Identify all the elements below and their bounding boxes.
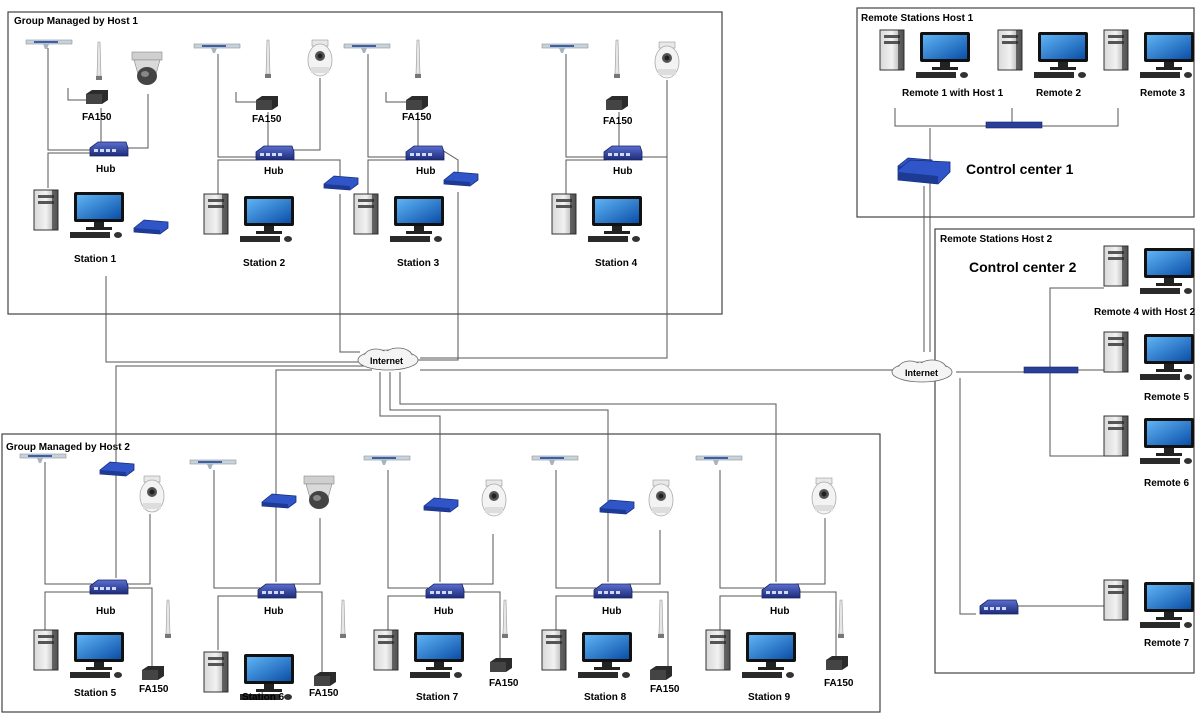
remote-2-label: Remote 2	[1036, 88, 1081, 99]
remote2-group-frame	[934, 228, 1195, 674]
remote2-group-title: Remote Stations Host 2	[940, 234, 1053, 245]
remote-7-label: Remote 7	[1144, 638, 1189, 649]
host2-fa150-4: FA150	[650, 684, 680, 695]
remote-4-label: Remote 4 with Host 2	[1094, 307, 1196, 318]
host1-devices	[25, 39, 680, 243]
remote2-devices	[979, 245, 1195, 629]
station-1-label: Station 1	[74, 254, 117, 265]
host2-fa150-3: FA150	[489, 678, 519, 689]
host2-fa150-1: FA150	[139, 684, 169, 695]
station-3-label: Station 3	[397, 258, 440, 269]
host2-fa150-5: FA150	[824, 678, 854, 689]
host1-fa150-1: FA150	[82, 112, 112, 123]
host1-hub-4: Hub	[613, 166, 632, 177]
station-9-label: Station 9	[748, 692, 791, 703]
host1-fa150-3: FA150	[402, 112, 432, 123]
host1-hub-2: Hub	[264, 166, 283, 177]
remote-3-label: Remote 3	[1140, 88, 1185, 99]
host2-fa150-2: FA150	[309, 688, 339, 699]
remote1-devices	[879, 29, 1195, 185]
host2-hub-1: Hub	[96, 606, 115, 617]
remote-1-label: Remote 1 with Host 1	[902, 88, 1004, 99]
host2-devices	[19, 453, 848, 701]
host2-hub-5: Hub	[770, 606, 789, 617]
station-7-label: Station 7	[416, 692, 459, 703]
internet-label-right: Internet	[905, 368, 938, 378]
remote1-group-frame	[856, 7, 1195, 218]
host2-hub-3: Hub	[434, 606, 453, 617]
host2-group-frame	[1, 433, 881, 713]
host2-hub-4: Hub	[602, 606, 621, 617]
connection-lines	[44, 48, 1119, 672]
remote-6-label: Remote 6	[1144, 478, 1189, 489]
host1-fa150-4: FA150	[603, 116, 633, 127]
station-4-label: Station 4	[595, 258, 638, 269]
remote1-group-title: Remote Stations Host 1	[861, 13, 974, 24]
host2-group-title: Group Managed by Host 2	[6, 442, 130, 453]
station-8-label: Station 8	[584, 692, 627, 703]
host1-group-frame	[7, 11, 723, 315]
host1-group-title: Group Managed by Host 1	[14, 16, 138, 27]
host2-hub-2: Hub	[264, 606, 283, 617]
station-2-label: Station 2	[243, 258, 286, 269]
station-6-label: Station 6	[242, 692, 285, 703]
host1-hub-3: Hub	[416, 166, 435, 177]
host1-fa150-2: FA150	[252, 114, 282, 125]
host1-hub-1: Hub	[96, 164, 115, 175]
station-5-label: Station 5	[74, 688, 117, 699]
remote-5-label: Remote 5	[1144, 392, 1189, 403]
control-center-1-label: Control center 1	[966, 161, 1074, 177]
internet-label-left: Internet	[370, 356, 403, 366]
control-center-2-label: Control center 2	[969, 259, 1077, 275]
